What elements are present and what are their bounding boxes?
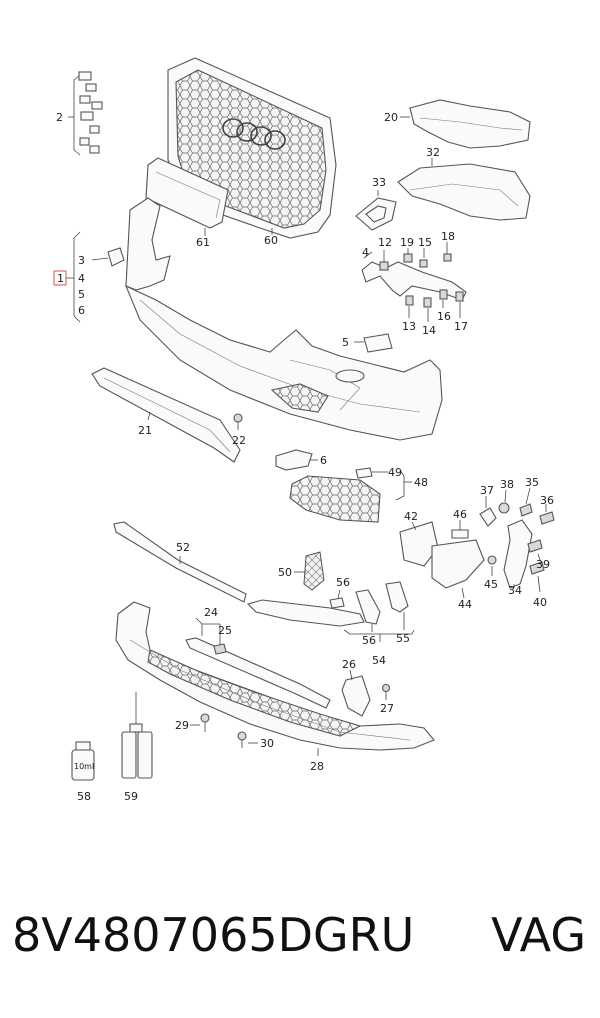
label-4b: 4 (362, 246, 369, 259)
label-48: 48 (414, 476, 428, 489)
brand-name: VAG (491, 908, 586, 962)
cover-33: 33 (355, 176, 397, 231)
label-38: 38 (500, 478, 514, 491)
cap-6: 6 (275, 449, 327, 471)
label-24: 24 (204, 606, 218, 619)
label-56b: 56 (362, 634, 376, 647)
screw-22: 22 (232, 413, 246, 447)
screws-29-30: 29 30 (175, 713, 274, 750)
label-27: 27 (380, 702, 394, 715)
bottle-58: 10ml 58 (71, 741, 95, 803)
plate-holder-61: 61 (145, 157, 229, 249)
label-5: 5 (78, 288, 85, 301)
screw-set-2: 2 (56, 71, 103, 156)
label-58: 58 (77, 790, 91, 803)
label-3: 3 (78, 254, 85, 267)
label-2: 2 (56, 111, 63, 124)
label-6: 6 (78, 304, 85, 317)
label-54: 54 (372, 654, 386, 667)
trim-strip-52: 52 (113, 521, 247, 603)
label-37: 37 (480, 484, 494, 497)
label-19: 19 (400, 236, 414, 249)
undertray-28: 28 (115, 601, 435, 773)
bracket-26: 26 27 (341, 658, 394, 717)
label-4: 4 (78, 272, 85, 285)
label-30: 30 (260, 737, 274, 750)
bottle-label: 10ml (74, 762, 94, 771)
label-29: 29 (175, 719, 189, 732)
label-13: 13 (402, 320, 416, 333)
air-guide-32: 32 (397, 146, 531, 221)
label-21: 21 (138, 424, 152, 437)
label-35: 35 (525, 476, 539, 489)
cartridge-59: 59 (121, 692, 153, 803)
label-32: 32 (426, 146, 440, 159)
label-22: 22 (232, 434, 246, 447)
label-36: 36 (540, 494, 554, 507)
label-15: 15 (418, 236, 432, 249)
label-50: 50 (278, 566, 292, 579)
label-59: 59 (124, 790, 138, 803)
label-60: 60 (264, 234, 278, 247)
part-number: 8V4807065DGRU (12, 908, 415, 962)
label-46: 46 (453, 508, 467, 521)
trim-strip-21: 21 (91, 367, 241, 463)
label-40: 40 (533, 596, 547, 609)
label-18: 18 (441, 230, 455, 243)
label-5b: 5 (342, 336, 349, 349)
label-25: 25 (218, 624, 232, 637)
label-52: 52 (176, 541, 190, 554)
label-6b: 6 (320, 454, 327, 467)
trim-24-25: 24 25 (185, 606, 331, 709)
label-14: 14 (422, 324, 436, 337)
bracket-group-42-46: 42 46 44 45 (399, 508, 498, 611)
label-49: 49 (388, 466, 402, 479)
label-61: 61 (196, 236, 210, 249)
label-34: 34 (508, 584, 522, 597)
cover-5: 5 (342, 333, 393, 353)
side-bracket-group-1: 1 3 4 5 6 (53, 231, 125, 323)
label-16: 16 (437, 310, 451, 323)
label-42: 42 (404, 510, 418, 523)
parts-exploded-diagram: 2 60 61 20 32 (53, 57, 555, 803)
label-56: 56 (336, 576, 350, 589)
bumper-cover (124, 197, 443, 441)
label-17: 17 (454, 320, 468, 333)
label-12: 12 (378, 236, 392, 249)
lower-trim-54: 56 56 55 54 (246, 576, 415, 667)
label-39: 39 (536, 558, 550, 571)
bracket-group-12-19: 12 19 15 18 4 13 14 16 17 (361, 230, 468, 337)
label-1: 1 (57, 272, 64, 285)
label-33: 33 (372, 176, 386, 189)
grille-insert-48: 49 48 (289, 466, 428, 523)
air-duct-20: 20 (384, 99, 531, 149)
label-26: 26 (342, 658, 356, 671)
footer: 8V4807065DGRU VAG (0, 900, 600, 1018)
bracket-group-34-40: 37 38 35 36 39 40 34 (479, 476, 555, 609)
label-20: 20 (384, 111, 398, 124)
label-55: 55 (396, 632, 410, 645)
label-44: 44 (458, 598, 472, 611)
label-28: 28 (310, 760, 324, 773)
label-45: 45 (484, 578, 498, 591)
vent-grille-50: 50 (278, 551, 325, 591)
